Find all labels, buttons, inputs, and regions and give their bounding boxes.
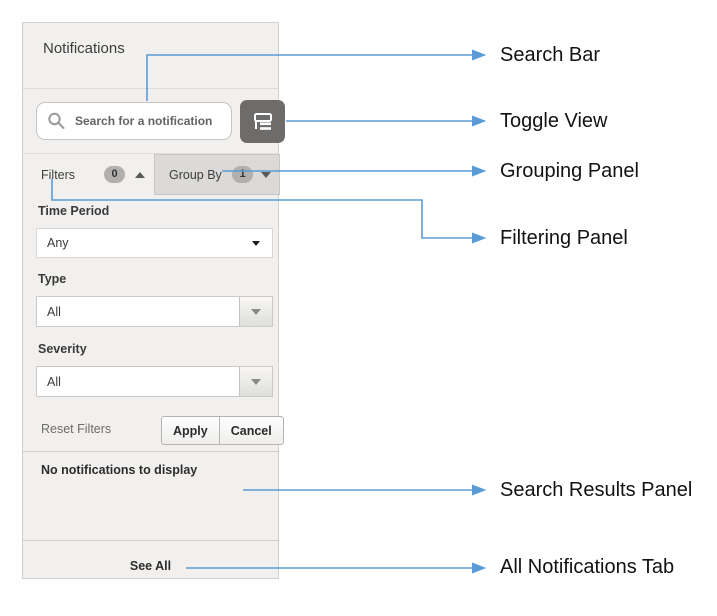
type-dropdown-button[interactable] [239, 297, 272, 326]
annotation-all-notifications: All Notifications Tab [500, 556, 675, 578]
severity-label: Severity [38, 342, 87, 356]
see-all-tab[interactable]: See All [129, 559, 172, 573]
severity-dropdown-button[interactable] [239, 367, 272, 396]
list-tree-icon [253, 112, 272, 130]
dropdown-caret-icon [251, 378, 261, 385]
type-combobox[interactable]: All [36, 296, 273, 327]
tab-group-by[interactable]: Group By 1 [154, 154, 280, 195]
tab-bar: Filters 0 Group By 1 [23, 153, 280, 195]
annotation-grouping-panel: Grouping Panel [500, 160, 639, 182]
annotation-toggle-view: Toggle View [500, 110, 608, 132]
search-bar[interactable] [36, 102, 232, 140]
severity-value: All [47, 374, 61, 389]
type-value: All [47, 304, 61, 319]
reset-filters-link[interactable]: Reset Filters [41, 422, 112, 436]
filters-tab-label: Filters [41, 167, 76, 182]
filters-count-badge: 0 [104, 166, 125, 183]
annotation-search-results: Search Results Panel [500, 479, 693, 501]
notifications-panel: Notifications Filters 0 [22, 22, 285, 579]
annotation-filtering-panel: Filtering Panel [500, 227, 628, 249]
filter-action-buttons: Apply Cancel [161, 416, 284, 445]
caret-up-icon [135, 171, 145, 178]
toggle-view-button[interactable] [240, 100, 285, 143]
time-period-label: Time Period [38, 204, 110, 218]
header-divider [23, 88, 278, 89]
page-title: Notifications [43, 40, 125, 57]
footer-divider [23, 540, 278, 541]
time-period-select[interactable]: Any [36, 228, 273, 258]
tab-filters[interactable]: Filters 0 [23, 154, 154, 195]
severity-combobox[interactable]: All [36, 366, 273, 397]
search-input[interactable] [73, 113, 217, 129]
cancel-button[interactable]: Cancel [218, 416, 284, 445]
dropdown-caret-icon [251, 308, 261, 315]
type-label: Type [38, 272, 67, 286]
results-divider [23, 451, 278, 452]
select-caret-icon [252, 240, 260, 246]
group-by-tab-label: Group By [169, 167, 222, 182]
apply-button[interactable]: Apply [161, 416, 220, 445]
empty-results-message: No notifications to display [41, 463, 198, 477]
search-icon [48, 112, 65, 129]
caret-down-icon [261, 171, 271, 178]
group-by-count-badge: 1 [232, 166, 253, 183]
annotation-search-bar: Search Bar [500, 44, 601, 66]
time-period-value: Any [47, 236, 69, 250]
